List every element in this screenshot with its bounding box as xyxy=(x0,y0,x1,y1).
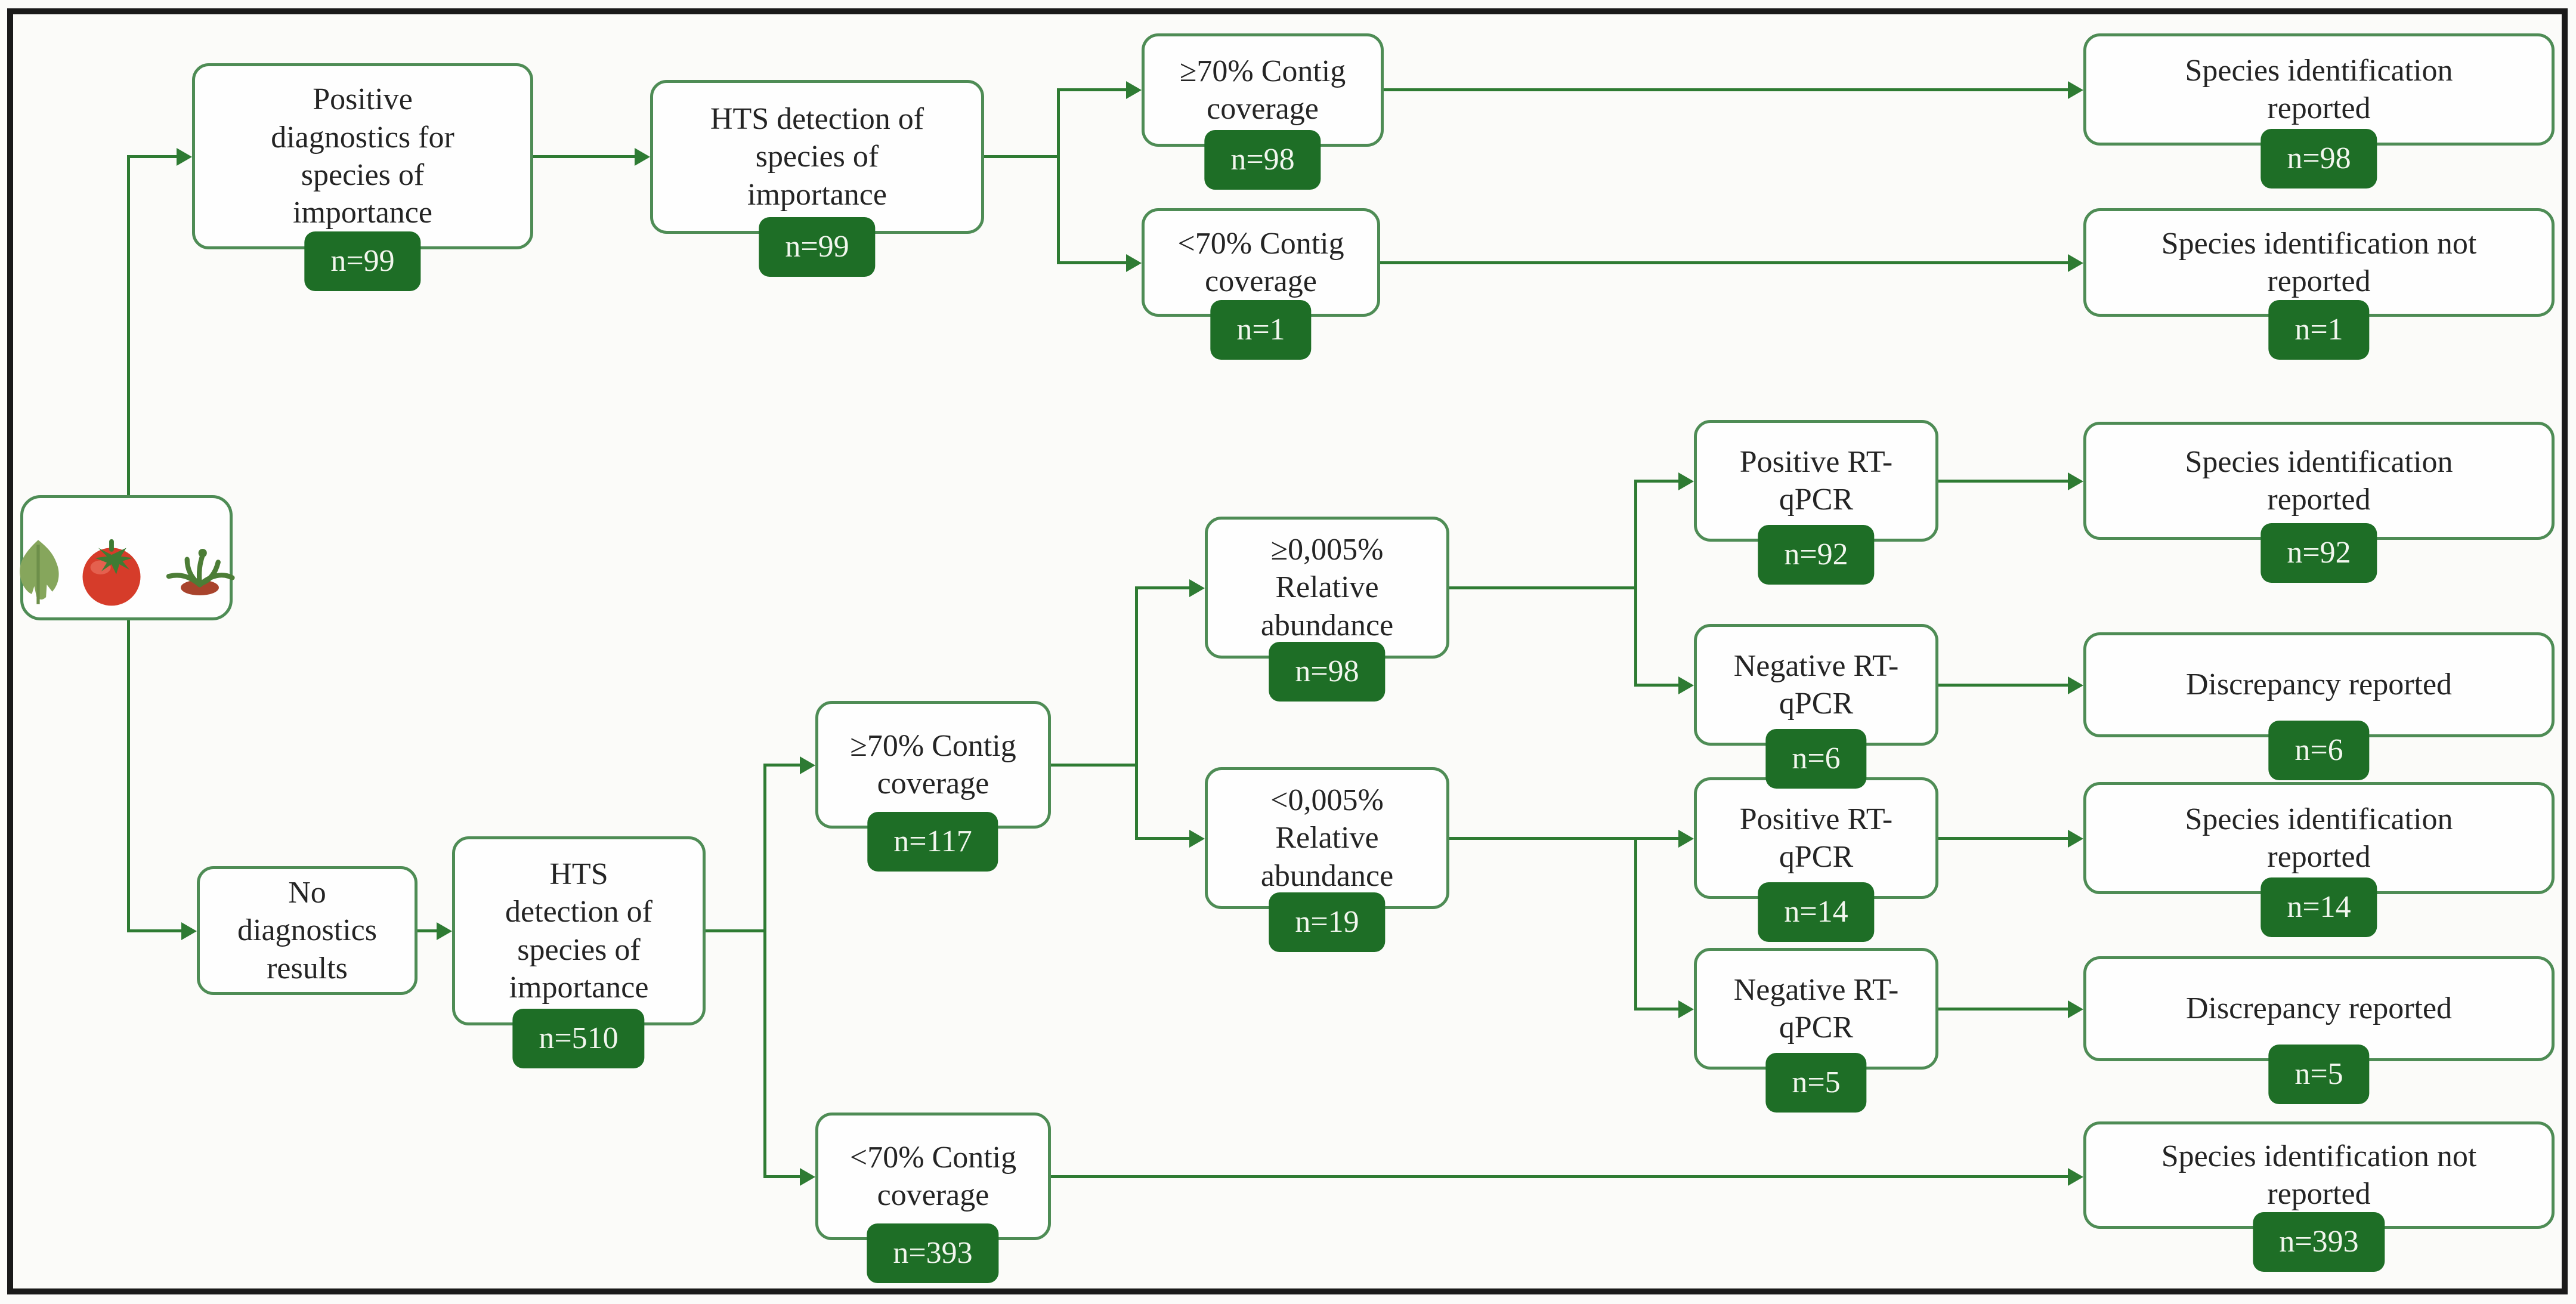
badge-neg-rtqpcr-upper: n=6 xyxy=(1765,729,1867,789)
connector-hts-bottom-out xyxy=(706,929,765,932)
node-contig-lt70-top: <70% Contig coverage xyxy=(1142,208,1380,317)
connector-to-rel-abund-lt xyxy=(1135,837,1189,840)
tomato-icon xyxy=(76,497,147,619)
arrowhead-pos-rtqpcr-upper xyxy=(1678,472,1694,490)
badge-hts-detection-top: n=99 xyxy=(759,217,876,277)
node-neg-rtqpcr-upper: Negative RT- qPCR xyxy=(1694,624,1938,746)
arrowhead-species-reported-top xyxy=(2068,81,2083,99)
arrowhead-no-diagnostics xyxy=(181,922,197,940)
connector-rel-abund-lt-out xyxy=(1449,837,1636,840)
badge-species-not-reported-top: n=1 xyxy=(2268,300,2370,360)
badge-discrepancy-mid1: n=6 xyxy=(2268,721,2370,780)
arrowhead-hts-top xyxy=(635,148,650,166)
arrowhead-discrepancy-mid2 xyxy=(2068,1000,2083,1018)
arrowhead-positive-diagnostics xyxy=(177,148,192,166)
arrowhead-species-reported-mid2 xyxy=(2068,830,2083,848)
badge-pos-rtqpcr-upper: n=92 xyxy=(1758,525,1875,585)
arrowhead-rel-abund-ge xyxy=(1189,579,1205,597)
arrowhead-species-not-reported-bottom xyxy=(2068,1168,2083,1186)
node-pos-rtqpcr-upper: Positive RT- qPCR xyxy=(1694,420,1938,542)
badge-contig-lt70-top: n=1 xyxy=(1210,300,1312,360)
arrowhead-discrepancy-mid1 xyxy=(2068,676,2083,694)
arrowhead-hts-bottom xyxy=(437,922,452,940)
connector-to-species-not-reported-bottom xyxy=(1051,1175,2068,1178)
arrowhead-neg-rtqpcr-upper xyxy=(1678,676,1694,694)
badge-species-reported-top: n=98 xyxy=(2260,129,2377,189)
tomato-calyx-icon xyxy=(157,505,242,611)
connector-to-rel-abund-ge xyxy=(1135,586,1189,589)
arrowhead-neg-rtqpcr-lower xyxy=(1678,1000,1694,1018)
node-discrepancy-mid1: Discrepancy reported xyxy=(2083,632,2555,737)
badge-contig-lt70-bottom: n=393 xyxy=(867,1223,999,1283)
node-hts-detection-bottom: HTS detection of species of importance xyxy=(452,836,706,1025)
badge-discrepancy-mid2: n=5 xyxy=(2268,1045,2370,1104)
node-rel-abund-ge: ≥0,005% Relative abundance xyxy=(1205,517,1449,659)
connector-to-pos-rtqpcr-lower xyxy=(1634,837,1678,840)
connector-to-species-not-reported-top xyxy=(1380,261,2068,264)
badge-rel-abund-lt: n=19 xyxy=(1269,892,1386,952)
node-rel-abund-lt: <0,005% Relative abundance xyxy=(1205,767,1449,909)
node-discrepancy-mid2: Discrepancy reported xyxy=(2083,956,2555,1061)
badge-species-reported-mid2: n=14 xyxy=(2260,877,2377,937)
badge-species-not-reported-bottom: n=393 xyxy=(2253,1212,2385,1272)
node-contig-ge70-bottom: ≥70% Contig coverage xyxy=(815,701,1051,829)
connector-to-no-diagnostics xyxy=(127,929,181,932)
node-species-reported-top: Species identification reported xyxy=(2083,33,2555,146)
junction-contig-bottom xyxy=(763,764,766,1178)
connector-to-contig-ge70-top xyxy=(1057,88,1126,91)
connector-to-discrepancy-mid1 xyxy=(1938,684,2068,687)
connector-to-species-reported-mid1 xyxy=(1938,480,2068,483)
badge-neg-rtqpcr-lower: n=5 xyxy=(1765,1053,1867,1113)
tomato-leaf-icon xyxy=(11,497,66,619)
node-species-not-reported-top: Species identification not reported xyxy=(2083,208,2555,317)
badge-hts-detection-bottom: n=510 xyxy=(512,1009,645,1068)
connector-to-contig-lt70-bottom xyxy=(763,1175,800,1178)
connector-to-contig-lt70-top xyxy=(1057,261,1126,264)
connector-trunk-down xyxy=(127,620,130,932)
connector-hts-top-out xyxy=(984,155,1059,158)
connector-to-discrepancy-mid2 xyxy=(1938,1008,2068,1011)
connector-to-neg-rtqpcr-lower xyxy=(1634,1008,1678,1011)
connector-nodiag-to-hts xyxy=(418,929,437,932)
arrowhead-rel-abund-lt xyxy=(1189,830,1205,848)
connector-to-neg-rtqpcr-upper xyxy=(1634,684,1678,687)
badge-positive-diagnostics: n=99 xyxy=(304,231,421,291)
arrowhead-contig-ge70-top xyxy=(1126,81,1142,99)
connector-contig-ge70-out xyxy=(1051,764,1137,767)
connector-posdiag-to-hts xyxy=(533,155,635,158)
node-neg-rtqpcr-lower: Negative RT- qPCR xyxy=(1694,948,1938,1070)
node-hts-detection-top: HTS detection of species of importance xyxy=(650,80,984,234)
connector-to-species-reported-top xyxy=(1384,88,2068,91)
node-species-reported-mid1: Species identification reported xyxy=(2083,422,2555,540)
node-positive-diagnostics: Positive diagnostics for species of impo… xyxy=(192,63,533,249)
node-contig-lt70-bottom: <70% Contig coverage xyxy=(815,1113,1051,1240)
connector-to-contig-ge70-bottom xyxy=(763,764,800,767)
badge-species-reported-mid1: n=92 xyxy=(2260,523,2377,583)
connector-trunk-up xyxy=(127,155,130,495)
junction-rtqpcr-lower xyxy=(1634,837,1637,1011)
badge-rel-abund-ge: n=98 xyxy=(1269,642,1386,702)
arrowhead-species-not-reported-top xyxy=(2068,254,2083,272)
junction-rel-abund xyxy=(1135,586,1138,840)
connector-to-species-reported-mid2 xyxy=(1938,837,2068,840)
arrowhead-contig-lt70-bottom xyxy=(800,1168,815,1186)
junction-rtqpcr-upper xyxy=(1634,480,1637,687)
node-no-diagnostics: No diagnostics results xyxy=(197,866,418,995)
arrowhead-contig-lt70-top xyxy=(1126,254,1142,272)
node-pos-rtqpcr-lower: Positive RT- qPCR xyxy=(1694,777,1938,899)
arrowhead-species-reported-mid1 xyxy=(2068,472,2083,490)
badge-contig-ge70-bottom: n=117 xyxy=(867,812,998,872)
badge-pos-rtqpcr-lower: n=14 xyxy=(1758,882,1875,942)
junction-contig-top xyxy=(1057,88,1060,264)
connector-rel-abund-ge-out xyxy=(1449,586,1636,589)
badge-contig-ge70-top: n=98 xyxy=(1204,130,1321,190)
connector-to-positive-diagnostics xyxy=(127,155,177,158)
arrowhead-contig-ge70-bottom xyxy=(800,756,815,774)
figure-frame xyxy=(7,8,2568,1294)
arrowhead-pos-rtqpcr-lower xyxy=(1678,830,1694,848)
start-node-sample-types xyxy=(20,495,235,620)
connector-to-pos-rtqpcr-upper xyxy=(1634,480,1678,483)
